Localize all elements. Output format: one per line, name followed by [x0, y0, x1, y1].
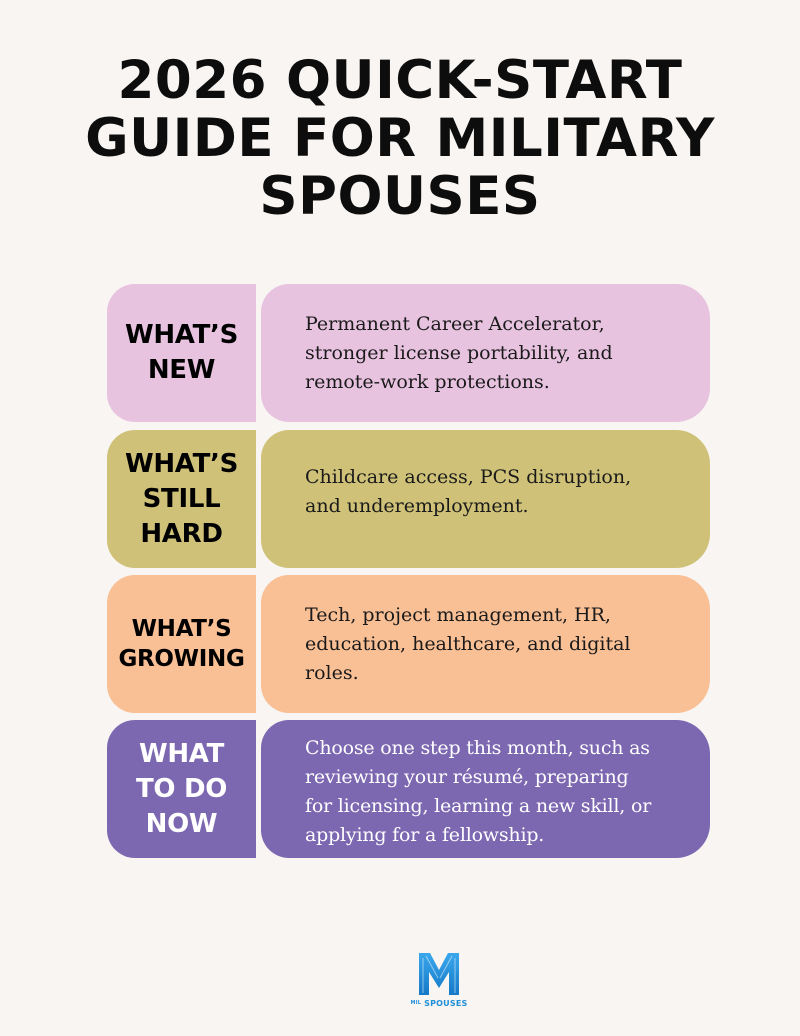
title-line: 2026 QUICK-START [117, 50, 683, 111]
section-label-box: WHAT’S GROWING [107, 575, 256, 713]
section-label: WHAT’S NEW [125, 318, 238, 388]
description-line: Tech, project management, HR, [305, 604, 611, 626]
label-line: NOW [145, 808, 218, 839]
section-label-box: WHAT’S STILL HARD [107, 430, 256, 568]
label-line: HARD [140, 518, 223, 549]
description-line: remote-work protections. [305, 371, 550, 393]
label-line: TO DO [135, 773, 228, 804]
description-line: and underemployment. [305, 495, 529, 517]
section-content-box: Choose one step this month, such as revi… [261, 720, 710, 858]
milspouses-logo: MIL SPOUSES [410, 950, 468, 1012]
section-whats-new: WHAT’S NEW Permanent Career Accelerator,… [107, 284, 710, 422]
section-content-box: Tech, project management, HR, education,… [261, 575, 710, 713]
section-content-box: Childcare access, PCS disruption, and un… [261, 430, 710, 568]
label-line: WHAT [138, 738, 225, 769]
label-line: WHAT’S [124, 320, 239, 350]
section-whats-growing: WHAT’S GROWING Tech, project management,… [107, 575, 710, 713]
label-line: NEW [147, 355, 216, 385]
description-line: applying for a fellowship. [305, 824, 545, 846]
description-line: education, healthcare, and digital [305, 633, 631, 655]
section-label-box: WHAT TO DO NOW [107, 720, 256, 858]
title-line: GUIDE FOR MILITARY [85, 108, 715, 169]
section-what-to-do-now: WHAT TO DO NOW Choose one step this mont… [107, 720, 710, 858]
section-label: WHAT’S STILL HARD [125, 447, 238, 552]
section-label: WHAT TO DO NOW [136, 737, 227, 842]
logo-caption: MIL SPOUSES [410, 998, 468, 1009]
description-line: for licensing, learning a new skill, or [305, 795, 652, 817]
description-line: roles. [305, 662, 359, 684]
section-description: Choose one step this month, such as revi… [305, 734, 705, 850]
section-description: Tech, project management, HR, education,… [305, 601, 695, 688]
m-logo-icon [419, 953, 459, 995]
label-line: WHAT’S [131, 616, 232, 642]
logo-caption-small: MIL [410, 1000, 422, 1006]
description-line: reviewing your résumé, preparing [305, 766, 629, 788]
label-line: WHAT’S [124, 448, 239, 479]
section-label-box: WHAT’S NEW [107, 284, 256, 422]
section-whats-still-hard: WHAT’S STILL HARD Childcare access, PCS … [107, 430, 710, 568]
description-line: stronger license portability, and [305, 342, 613, 364]
section-description: Permanent Career Accelerator, stronger l… [305, 310, 695, 397]
section-content-box: Permanent Career Accelerator, stronger l… [261, 284, 710, 422]
section-label: WHAT’S GROWING [118, 614, 244, 674]
label-line: STILL [142, 483, 221, 514]
title-line: SPOUSES [259, 166, 541, 227]
section-description: Childcare access, PCS disruption, and un… [305, 463, 695, 521]
logo-caption-main: SPOUSES [424, 999, 468, 1008]
page-title: 2026 QUICK-START GUIDE FOR MILITARY SPOU… [0, 52, 800, 226]
description-line: Choose one step this month, such as [305, 737, 650, 759]
description-line: Childcare access, PCS disruption, [305, 466, 632, 488]
label-line: GROWING [118, 646, 245, 672]
description-line: Permanent Career Accelerator, [305, 313, 605, 335]
